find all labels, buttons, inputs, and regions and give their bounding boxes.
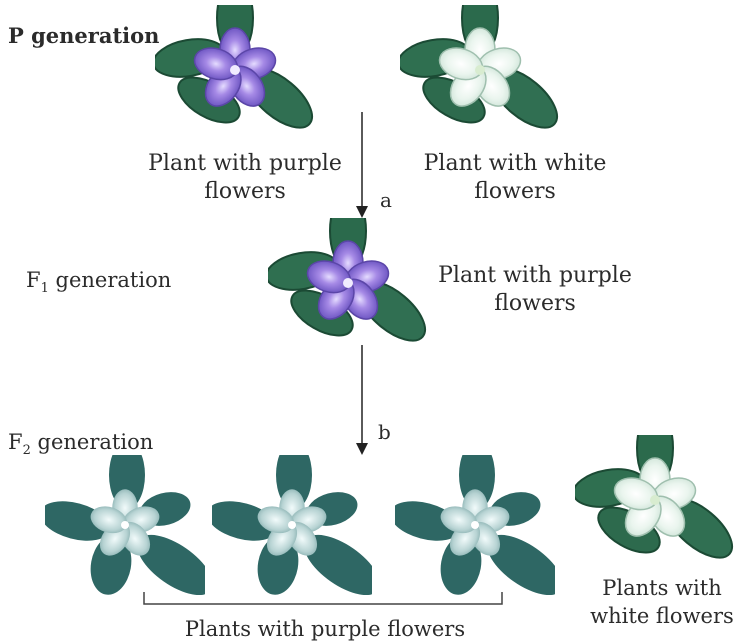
f1-generation-label: F1 generation [26,266,171,303]
f1-sub: 1 [41,281,49,296]
f2-white-caption-line2: white flowers [582,602,742,630]
p-generation-label: P generation [8,22,159,50]
p-left-caption: Plant with purple flowers [120,150,370,206]
white-flower-plant-icon [575,435,735,565]
f2-suffix: generation [31,430,153,454]
p-right-caption-line2: flowers [395,178,635,206]
p-right-caption-line1: Plant with white [395,150,635,178]
f2-white-caption: Plants with white flowers [582,574,742,630]
f2-sub: 2 [23,443,31,458]
purple-flower-plant-icon [212,455,372,595]
f2-purple-group-caption: Plants with purple flowers [100,615,550,643]
p-left-caption-line1: Plant with purple [120,150,370,178]
f1-prefix: F [26,268,41,292]
group-bracket [140,590,510,610]
purple-flower-plant-icon [45,455,205,595]
arrow-b-icon [352,345,372,457]
f1-suffix: generation [49,268,171,292]
white-flower-plant-icon [400,5,560,135]
purple-flower-plant-icon [395,455,555,595]
p-right-caption: Plant with white flowers [395,150,635,206]
f1-caption-line1: Plant with purple [415,262,655,290]
arrow-b-label: b [378,418,391,446]
arrow-a-icon [352,112,372,220]
arrow-a-label: a [380,186,392,214]
p-left-caption-line2: flowers [120,178,370,206]
f2-prefix: F [8,430,23,454]
f2-white-caption-line1: Plants with [582,574,742,602]
purple-flower-plant-icon [155,5,315,135]
f1-caption-line2: flowers [415,290,655,318]
f1-caption: Plant with purple flowers [415,262,655,318]
purple-flower-plant-icon [268,218,428,348]
